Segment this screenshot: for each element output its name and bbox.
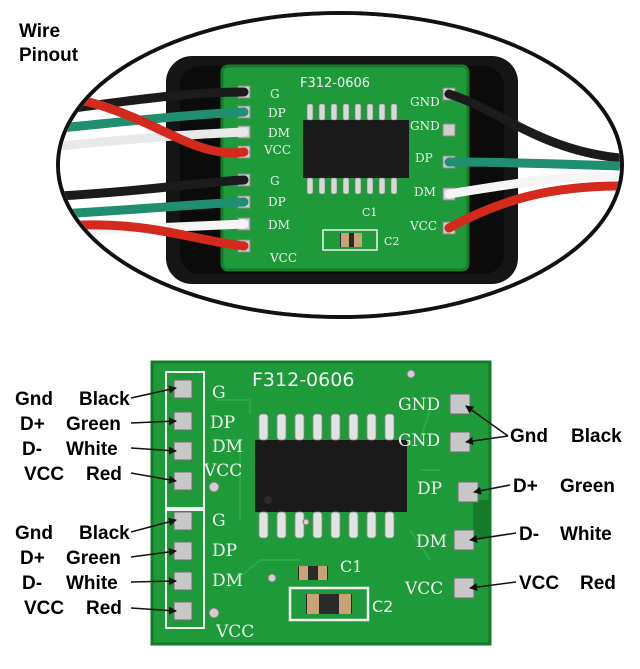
- left-label-signal: Gnd: [15, 389, 53, 410]
- right-pads: [449, 393, 479, 599]
- top-pin-label: VCC: [269, 251, 297, 265]
- silk-box-lower: [165, 507, 205, 629]
- left-label-signal: D+: [20, 414, 45, 435]
- right-wires: [444, 89, 620, 233]
- left-label-color: White: [66, 573, 118, 594]
- board-pin-dp-r: DP: [417, 479, 442, 499]
- right-label-color: Black: [571, 426, 622, 447]
- left-label-signal: Gnd: [15, 523, 53, 544]
- silk-box-upper: [165, 371, 205, 511]
- right-labels: Gnd Black D+ Green D- White VCC Red: [510, 426, 622, 594]
- top-pin-label: GND: [410, 119, 440, 133]
- board-pin-dp-1: DP: [210, 413, 235, 433]
- title-line-1: Wire: [19, 21, 60, 42]
- board-pin-dm-1: DM: [212, 437, 243, 457]
- cap-c2-label: C2: [372, 597, 393, 616]
- right-label-color: White: [560, 524, 612, 545]
- board-pin-vcc-r: VCC: [404, 579, 443, 599]
- top-pin-label: G: [270, 87, 280, 101]
- top-cap-label: C2: [384, 235, 399, 248]
- left-label-signal: VCC: [24, 598, 64, 619]
- title-line-2: Pinout: [19, 45, 79, 66]
- board-pin-gnd-2: GND: [398, 431, 440, 451]
- board-model: F312-0606: [252, 369, 354, 391]
- board-pin-vcc-1: VCC: [203, 461, 242, 481]
- top-photo: F312-0606 G DP DM VCC G DP DM VCC GND GN…: [56, 11, 624, 319]
- top-pin-label: DP: [415, 151, 433, 165]
- top-pin-label: DP: [268, 195, 286, 209]
- right-label-signal: VCC: [519, 573, 559, 594]
- top-cap-label: C1: [362, 206, 377, 219]
- left-label-signal: VCC: [24, 464, 64, 485]
- right-label-signal: Gnd: [510, 426, 548, 447]
- left-label-color: Red: [86, 598, 122, 619]
- left-labels: Gnd Black D+ Green D- White VCC Red Gnd …: [15, 389, 130, 619]
- board-pin-dm-r: DM: [416, 532, 447, 552]
- top-pin-label: DP: [268, 106, 286, 120]
- board-pin-g-2: G: [212, 511, 226, 531]
- left-label-color: Green: [66, 548, 121, 569]
- right-label-color: Red: [580, 573, 616, 594]
- board-pin-dp-2: DP: [212, 541, 237, 561]
- left-label-color: Green: [66, 414, 121, 435]
- board-pin-g-1: G: [212, 383, 226, 403]
- bottom-board: F312-0606 G DP DM VCC G DP DM VCC GND GN…: [150, 360, 492, 646]
- top-pin-label: DM: [268, 126, 290, 140]
- top-pin-label: DM: [414, 185, 436, 199]
- right-label-signal: D-: [519, 524, 539, 545]
- left-label-signal: D-: [22, 439, 42, 460]
- board-pin-gnd-1: GND: [398, 395, 440, 415]
- top-pin-label: DM: [268, 218, 290, 232]
- right-label-color: Green: [560, 476, 615, 497]
- left-label-color: Red: [86, 464, 122, 485]
- left-pads: [173, 379, 193, 621]
- bottom-chip: [255, 440, 407, 512]
- top-pin-label: VCC: [409, 219, 437, 233]
- top-board-model: F312-0606: [300, 76, 370, 91]
- top-pin-label: VCC: [263, 143, 291, 157]
- left-label-color: Black: [79, 523, 130, 544]
- board-pin-vcc-2: VCC: [215, 622, 254, 642]
- left-label-signal: D+: [20, 548, 45, 569]
- cap-c1-label: C1: [340, 557, 362, 576]
- right-label-signal: D+: [513, 476, 538, 497]
- top-chip: [303, 120, 409, 178]
- left-label-signal: D-: [22, 573, 42, 594]
- left-label-color: White: [66, 439, 118, 460]
- left-wires: [60, 87, 249, 251]
- board-pin-dm-2: DM: [212, 571, 243, 591]
- top-pin-label: G: [270, 174, 280, 188]
- top-pin-label: GND: [410, 95, 440, 109]
- left-label-color: Black: [79, 389, 130, 410]
- callout-arrows: [130, 385, 517, 615]
- cap-c2-outline: [288, 586, 370, 622]
